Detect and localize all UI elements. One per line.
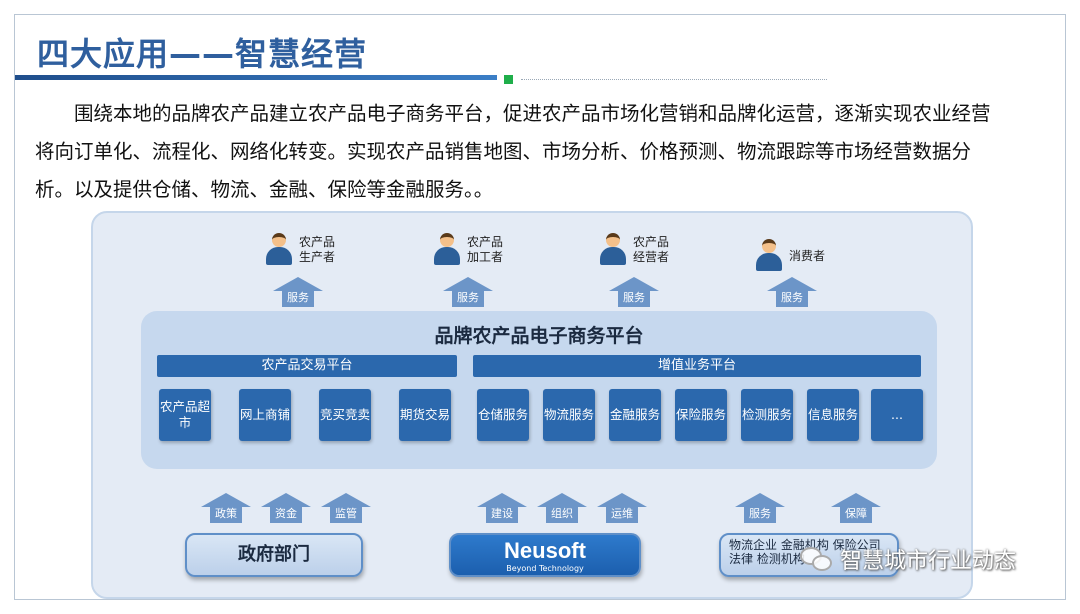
support-arrow: 监管 (321, 493, 371, 525)
watermark: 智慧城市行业动态 (800, 543, 1016, 575)
neusoft-tagline: Beyond Technology (506, 564, 584, 573)
person-icon (599, 233, 627, 267)
person-icon (433, 233, 461, 267)
role-label: 农产品经营者 (633, 235, 670, 264)
service-arrow: 服务 (443, 277, 493, 309)
ecommerce-platform: 品牌农产品电子商务平台 农产品交易平台 增值业务平台 农产品超市 网上商铺 竞买… (141, 311, 937, 469)
role-producer: 农产品生产者 (265, 233, 345, 267)
service-arrow: 服务 (767, 277, 817, 309)
value-tile-more: ... (871, 389, 923, 441)
value-tile: 仓储服务 (477, 389, 529, 441)
role-label: 农产品生产者 (299, 235, 336, 264)
role-label: 农产品加工者 (467, 235, 504, 264)
person-icon (755, 239, 783, 273)
value-tile: 金融服务 (609, 389, 661, 441)
slide: 四大应用——智慧经营 围绕本地的品牌农产品建立农产品电子商务平台，促进农产品市场… (14, 14, 1066, 600)
intro-paragraph: 围绕本地的品牌农产品建立农产品电子商务平台，促进农产品市场化营销和品牌化运营，逐… (35, 95, 995, 209)
support-arrow: 资金 (261, 493, 311, 525)
trade-tile: 期货交易 (399, 389, 451, 441)
title-dotted-line (521, 79, 827, 80)
intro-text: 围绕本地的品牌农产品建立农产品电子商务平台，促进农产品市场化营销和品牌化运营，逐… (35, 102, 991, 201)
partners-box: 物流企业 金融机构 保险公司 法律 检测机构 (719, 533, 899, 577)
role-operator: 农产品经营者 (599, 233, 679, 267)
neusoft-logo: Neusoft (504, 538, 586, 563)
support-arrow: 政策 (201, 493, 251, 525)
role-consumer: 消费者 (755, 239, 835, 273)
service-arrow: 服务 (609, 277, 659, 309)
value-platform-bar: 增值业务平台 (473, 355, 921, 377)
value-tile: 物流服务 (543, 389, 595, 441)
support-arrow: 保障 (831, 493, 881, 525)
title-underline (15, 75, 497, 80)
architecture-diagram: 农产品生产者 农产品加工者 农产品经营者 消费者 服务 服务 服务 服务 品牌农… (91, 211, 973, 599)
value-tile: 保险服务 (675, 389, 727, 441)
support-arrow: 运维 (597, 493, 647, 525)
support-arrow: 建设 (477, 493, 527, 525)
value-tile: 检测服务 (741, 389, 793, 441)
role-label: 消费者 (789, 248, 826, 263)
value-tile: 信息服务 (807, 389, 859, 441)
support-arrow: 组织 (537, 493, 587, 525)
service-arrow: 服务 (273, 277, 323, 309)
trade-platform-bar: 农产品交易平台 (157, 355, 457, 377)
person-icon (265, 233, 293, 267)
neusoft-box: Neusoft Beyond Technology (449, 533, 641, 577)
platform-title: 品牌农产品电子商务平台 (434, 325, 644, 347)
support-arrow: 服务 (735, 493, 785, 525)
watermark-text: 智慧城市行业动态 (840, 549, 1017, 574)
role-processor: 农产品加工者 (433, 233, 513, 267)
title-accent-square (504, 75, 513, 84)
page-title: 四大应用——智慧经营 (37, 35, 368, 73)
wechat-icon (800, 545, 834, 573)
trade-tile: 网上商铺 (239, 389, 291, 441)
trade-tile: 农产品超市 (159, 389, 211, 441)
government-box: 政府部门 (185, 533, 363, 577)
trade-tile: 竞买竞卖 (319, 389, 371, 441)
